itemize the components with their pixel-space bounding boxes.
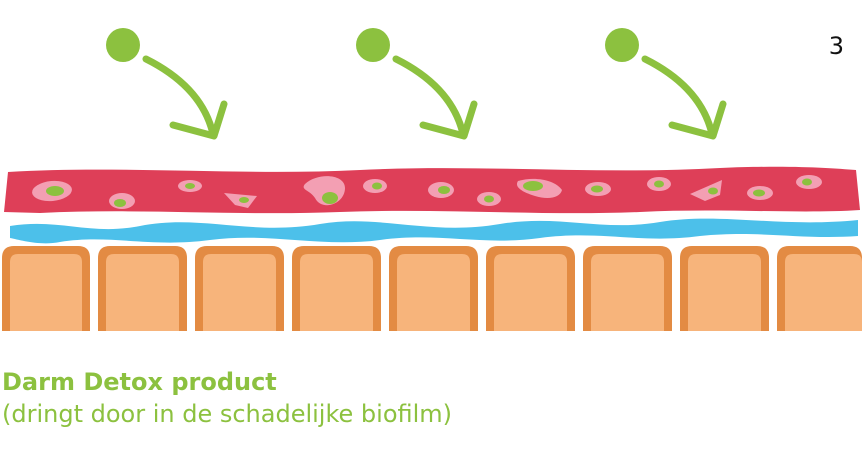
caption: Darm Detox product (dringt door in de sc… [2, 366, 452, 430]
mucus-layer [10, 218, 858, 244]
product-particle-1 [106, 28, 140, 62]
step-number: 3 [828, 32, 844, 60]
intestinal-cells [2, 246, 862, 331]
motion-arrow-2 [392, 55, 478, 140]
motion-arrow-1 [142, 55, 228, 140]
caption-title: Darm Detox product [2, 368, 277, 396]
product-particle-3 [605, 28, 639, 62]
biofilm-illustration [2, 28, 862, 331]
caption-subtitle: (dringt door in de schadelijke biofilm) [2, 400, 453, 428]
product-particle-2 [356, 28, 390, 62]
motion-arrow-3 [641, 55, 727, 140]
biofilm-inclusions [32, 175, 822, 209]
